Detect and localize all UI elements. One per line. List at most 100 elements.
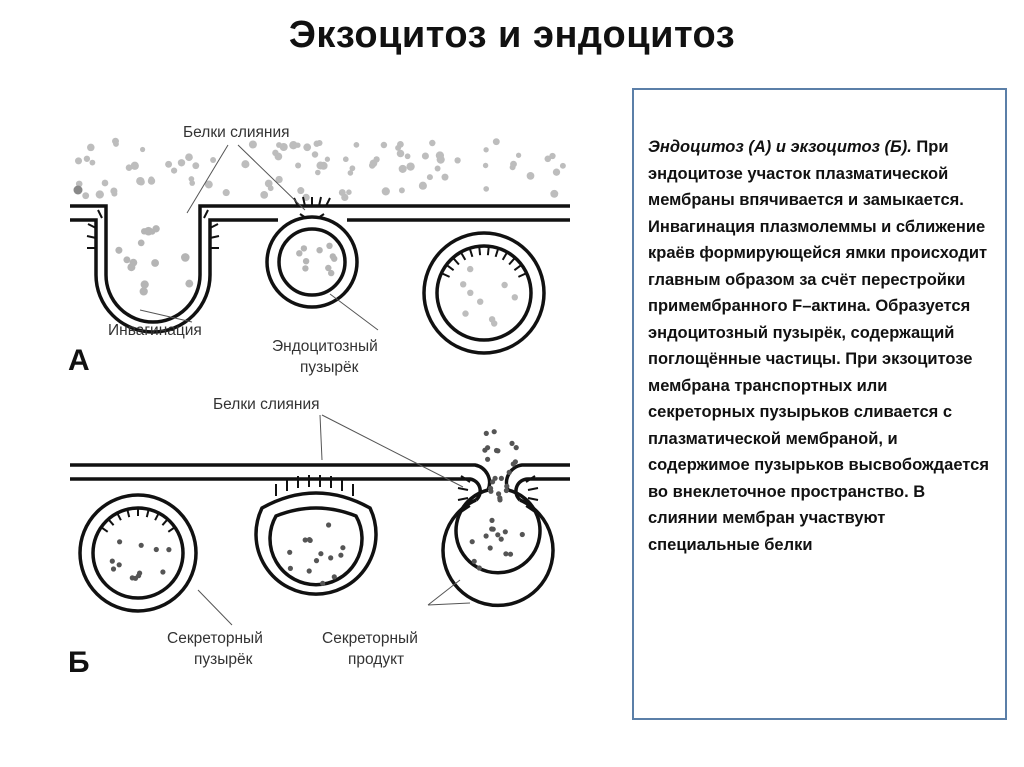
particle [496, 491, 502, 497]
particle [287, 549, 293, 555]
particle [460, 281, 467, 288]
coat-tick [445, 263, 455, 272]
particle [125, 164, 133, 171]
particle [506, 469, 512, 475]
slide-title: Экзоцитоз и эндоцитоз [288, 14, 736, 56]
particle [398, 164, 407, 173]
coat-tick [145, 509, 150, 518]
particle [138, 542, 144, 548]
particle [493, 447, 500, 454]
particle [248, 140, 257, 149]
particle [303, 143, 312, 152]
particle [149, 228, 156, 235]
particle [326, 242, 333, 249]
fusion-proteins [457, 475, 539, 513]
particle [132, 575, 139, 581]
endocytic-vesicle-outer [422, 231, 546, 355]
particle [342, 156, 349, 163]
particle [429, 139, 436, 147]
particle [127, 263, 136, 272]
particle [406, 162, 415, 171]
particle [275, 175, 283, 184]
particle [267, 185, 274, 192]
label-secretory-vesicle-line1: Секреторный [167, 630, 263, 647]
particle [148, 176, 155, 183]
coat-tick [100, 526, 109, 533]
particle [395, 144, 402, 151]
particle [139, 287, 148, 296]
label-endocytic-vesicle-line1: Эндоцитозный [272, 338, 378, 355]
endocytic-vesicle-inner [277, 227, 347, 297]
leader-line [197, 414, 471, 626]
fusing-vesicle-outer [441, 498, 555, 608]
coat-tick [517, 272, 528, 278]
particle [501, 281, 508, 289]
endocytic-vesicle-outer [265, 215, 359, 309]
panel-a: Белки слияния Инвагинация Эндоцитозный п… [68, 124, 570, 377]
particle [483, 186, 490, 192]
particle [326, 522, 332, 528]
endo-exocytosis-diagram: Белки слияния Инвагинация Эндоцитозный п… [68, 124, 570, 679]
particle [170, 167, 178, 174]
particle [287, 565, 293, 572]
particle [513, 445, 519, 451]
particle [497, 495, 503, 501]
particle [462, 310, 469, 317]
particle [485, 456, 491, 462]
particle [503, 487, 509, 494]
particle [347, 170, 354, 176]
secretory-product [469, 517, 525, 571]
particle [306, 568, 312, 574]
particle [483, 147, 489, 153]
particle [544, 155, 552, 163]
coat-tick [459, 251, 467, 261]
particle [467, 289, 474, 296]
particle [331, 255, 338, 262]
particle [434, 165, 441, 172]
particle [181, 253, 190, 262]
secretory-vesicle-inner [91, 506, 185, 600]
particle [210, 157, 217, 163]
particle [509, 440, 515, 446]
particle [272, 149, 279, 157]
particle [510, 160, 517, 168]
docking-vesicle-outer [254, 491, 378, 596]
particle [426, 174, 433, 181]
particle [511, 294, 518, 301]
particle [136, 176, 145, 186]
particle [115, 246, 123, 254]
particle [302, 265, 309, 272]
coat-tick [468, 247, 474, 258]
particle [477, 298, 484, 305]
particle [338, 552, 344, 558]
particle [467, 265, 474, 273]
particle [454, 157, 461, 164]
coat-tick [486, 246, 490, 256]
particle [346, 189, 352, 195]
particle [488, 316, 496, 323]
description-box: Эндоцитоз (А) и экзоцитоз (Б). При эндоц… [632, 88, 1007, 720]
particle [137, 239, 145, 247]
particle [507, 551, 514, 557]
particle [340, 545, 346, 551]
label-secretory-vesicle-line2: пузырёк [194, 651, 253, 668]
particle [482, 447, 488, 453]
particle [331, 574, 337, 580]
particle [328, 269, 335, 277]
particle [396, 149, 405, 158]
particle [177, 159, 186, 167]
particle [111, 190, 118, 197]
particle [404, 153, 411, 160]
panel-b: Белки слияния Секреторный пузырёк Секрет… [68, 396, 570, 679]
particle [498, 475, 504, 481]
secretory-product [287, 522, 346, 587]
particle [289, 141, 298, 150]
particle [311, 151, 319, 158]
particle [526, 172, 535, 180]
particle [140, 280, 149, 289]
particle [559, 162, 566, 169]
particle [302, 537, 308, 543]
particle [300, 245, 308, 252]
released-secretory-product [482, 429, 519, 503]
label-fusion-proteins-a: Белки слияния [183, 124, 290, 141]
